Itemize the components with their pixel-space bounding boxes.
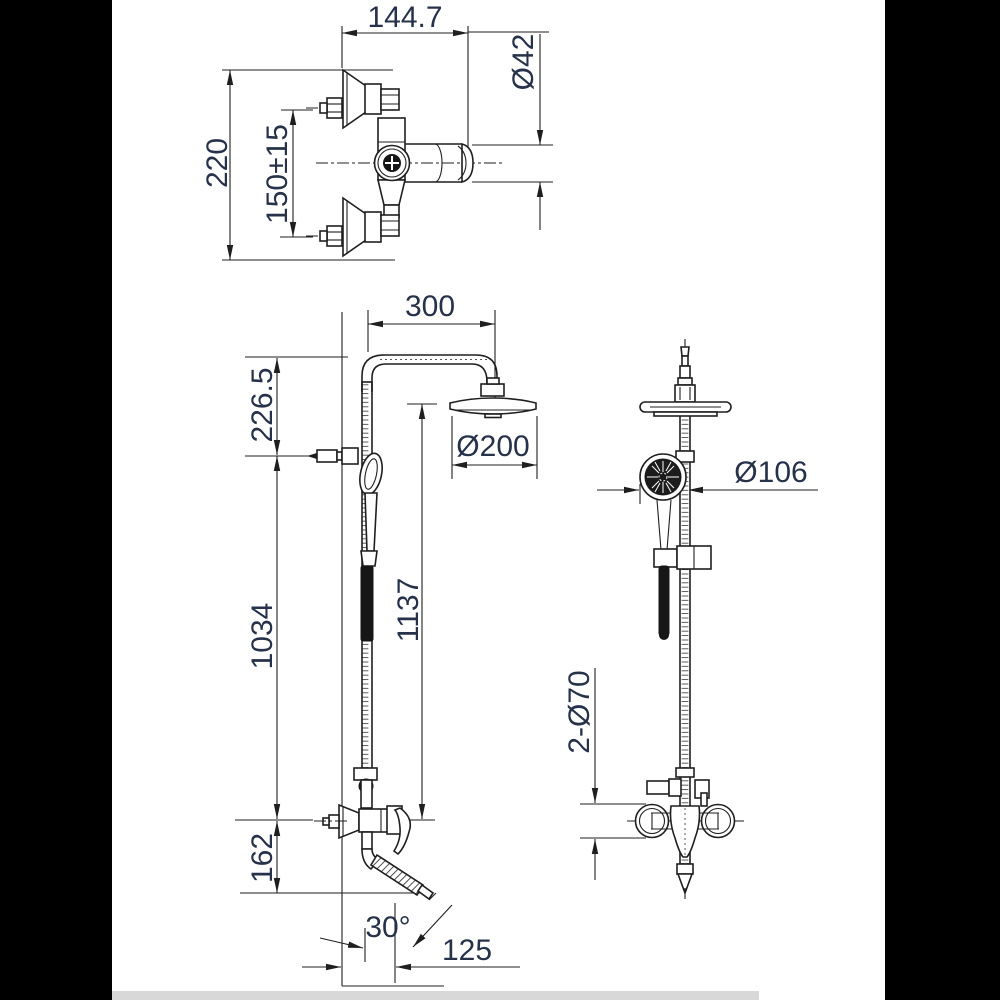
top-inlet-stub [319, 102, 328, 114]
diverter-hex [668, 778, 682, 797]
dim-height: 220 [201, 138, 234, 188]
top-union-nut [364, 83, 382, 115]
spout-collar-front [676, 863, 694, 875]
bottom-inlet-stub [319, 230, 328, 242]
head-nub [484, 413, 502, 419]
finial-tip [680, 346, 690, 357]
slider-bracket-left [653, 548, 678, 568]
shower-arm-inner [371, 363, 488, 392]
outlet-hook-front [700, 792, 708, 807]
hand-shower-hose-front [658, 565, 670, 637]
hand-shower-hose-side [360, 565, 374, 642]
wall-mixer-side-view: 144.7 Ø42 220 150±15 [201, 1, 553, 261]
dim-mixer-to-spout: 162 [246, 833, 279, 883]
outlet-end-cap [461, 142, 474, 184]
dim-spout-reach: 125 [442, 934, 492, 967]
front-column-drawing [634, 339, 736, 899]
top-stub [380, 88, 400, 111]
column-extension-lines [235, 310, 538, 987]
hand-shower-handle-side [364, 492, 378, 552]
front-extension-lines [580, 484, 646, 839]
outlet-pipe [405, 142, 474, 184]
dim-head-diameter: Ø200 [456, 430, 529, 463]
column-drawing [314, 354, 537, 901]
riser-union [353, 767, 378, 781]
finial-collar [677, 377, 693, 386]
bottom-bar [112, 991, 759, 1000]
dim-spout-angle: 30° [365, 911, 410, 944]
dim-outlet-diameter: Ø42 [507, 34, 540, 91]
shower-column-side-view: 300 226.5 Ø200 1137 1034 162 30° 125 [235, 290, 538, 987]
hand-shower-bracket-side [341, 447, 359, 465]
hose-end [659, 630, 669, 640]
bottom-inlet-fitting [326, 225, 343, 247]
spout-riser [361, 831, 373, 850]
dim-hand-shower-diameter: Ø106 [734, 456, 807, 489]
drawing-sheet [112, 0, 885, 1000]
spout-cone-front [676, 873, 694, 896]
diverter-collar [675, 767, 695, 778]
head-neck [486, 377, 500, 385]
mixer-body-drawing [319, 68, 474, 258]
dim-union-spacing: 150±15 [261, 124, 294, 224]
riser-lower-pipe [360, 779, 373, 809]
dim-arm-reach: 300 [405, 290, 455, 323]
dim-total-height: 1137 [392, 578, 425, 643]
head-connector [480, 383, 505, 397]
overhead-shower-lip [653, 411, 718, 417]
mixer-lever-side [392, 807, 412, 856]
finial-shaft [681, 355, 689, 367]
spray-pattern [647, 461, 679, 493]
head-cap-front [674, 384, 696, 403]
diverter-knob [646, 780, 670, 795]
angle-leader-spout [412, 904, 453, 948]
mixer-body-front [669, 805, 701, 858]
slider-collar [675, 450, 695, 463]
top-inlet-fitting [326, 97, 343, 119]
shower-column-front-view: Ø106 2-Ø70 [563, 339, 818, 899]
bottom-stub [380, 214, 400, 237]
dim-holder-to-mixer: 1034 [246, 603, 279, 670]
finial-ring [679, 365, 691, 379]
spout-tube [369, 853, 425, 897]
holder-knob [316, 449, 338, 463]
overhead-shower-side [449, 397, 537, 415]
hose-nut-side [360, 550, 378, 567]
bottom-union-nut [364, 211, 382, 243]
spout-tip [416, 883, 435, 901]
dim-head-to-holder: 226.5 [246, 367, 279, 442]
shower-arm-outer [361, 354, 498, 392]
dim-escutcheon-diameter: 2-Ø70 [563, 670, 596, 753]
dim-width: 144.7 [367, 1, 442, 34]
angle-leader-axis [319, 937, 364, 949]
